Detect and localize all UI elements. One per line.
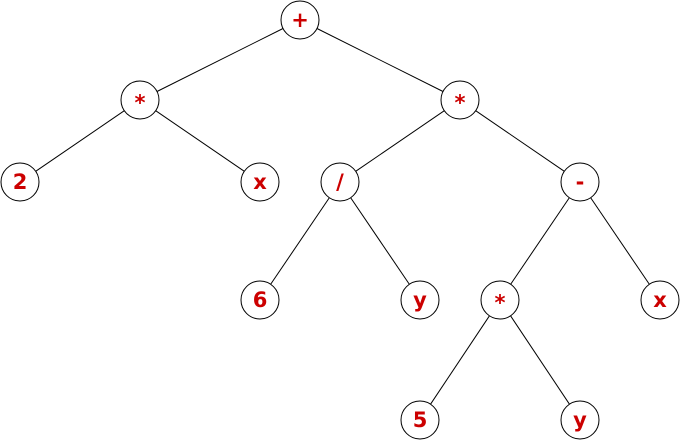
tree-node-n4: 2 bbox=[0, 162, 40, 202]
edge-n2-n5 bbox=[155, 110, 245, 172]
tree-node-n9: y bbox=[400, 280, 440, 320]
node-circle bbox=[240, 280, 280, 320]
edge-n7-n11 bbox=[590, 197, 650, 285]
node-circle bbox=[480, 280, 520, 320]
tree-node-n3: * bbox=[440, 80, 480, 120]
edge-n1-n2 bbox=[156, 28, 284, 92]
edge-n3-n7 bbox=[475, 110, 565, 172]
node-circle bbox=[560, 162, 600, 202]
node-circle bbox=[400, 400, 440, 440]
node-label: * bbox=[495, 291, 506, 315]
edge-n6-n8 bbox=[270, 197, 330, 285]
node-label: * bbox=[135, 91, 146, 115]
node-label: 5 bbox=[413, 408, 428, 432]
tree-node-n10: * bbox=[480, 280, 520, 320]
tree-node-n12: 5 bbox=[400, 400, 440, 440]
node-circle bbox=[120, 80, 160, 120]
tree-node-n11: x bbox=[640, 280, 680, 320]
edge-n10-n12 bbox=[430, 315, 490, 405]
node-label: x bbox=[653, 288, 667, 312]
node-label: 2 bbox=[13, 170, 28, 194]
node-label: + bbox=[291, 8, 309, 32]
node-circle bbox=[0, 162, 40, 202]
node-label: * bbox=[455, 91, 466, 115]
edge-n10-n13 bbox=[510, 315, 570, 405]
node-circle bbox=[440, 80, 480, 120]
node-label: x bbox=[253, 170, 267, 194]
node-circle bbox=[400, 280, 440, 320]
tree-node-n13: y bbox=[560, 400, 600, 440]
tree-node-n1: + bbox=[280, 0, 320, 40]
node-circle bbox=[240, 162, 280, 202]
node-label: y bbox=[413, 288, 427, 312]
tree-node-n6: / bbox=[320, 162, 360, 202]
node-label: - bbox=[576, 170, 585, 194]
edge-n3-n6 bbox=[355, 110, 445, 172]
node-circle bbox=[280, 0, 320, 40]
tree-node-n2: * bbox=[120, 80, 160, 120]
node-label: y bbox=[573, 408, 587, 432]
node-circle bbox=[640, 280, 680, 320]
node-circle bbox=[320, 162, 360, 202]
edge-n2-n4 bbox=[35, 110, 125, 172]
node-label: 6 bbox=[253, 288, 268, 312]
tree-node-n5: x bbox=[240, 162, 280, 202]
edge-n6-n9 bbox=[350, 197, 410, 285]
tree-node-n7: - bbox=[560, 162, 600, 202]
tree-node-n8: 6 bbox=[240, 280, 280, 320]
node-circle bbox=[560, 400, 600, 440]
edge-n7-n10 bbox=[510, 197, 570, 285]
edges-layer bbox=[35, 28, 650, 405]
node-label: / bbox=[336, 170, 344, 194]
edge-n1-n3 bbox=[316, 28, 444, 92]
